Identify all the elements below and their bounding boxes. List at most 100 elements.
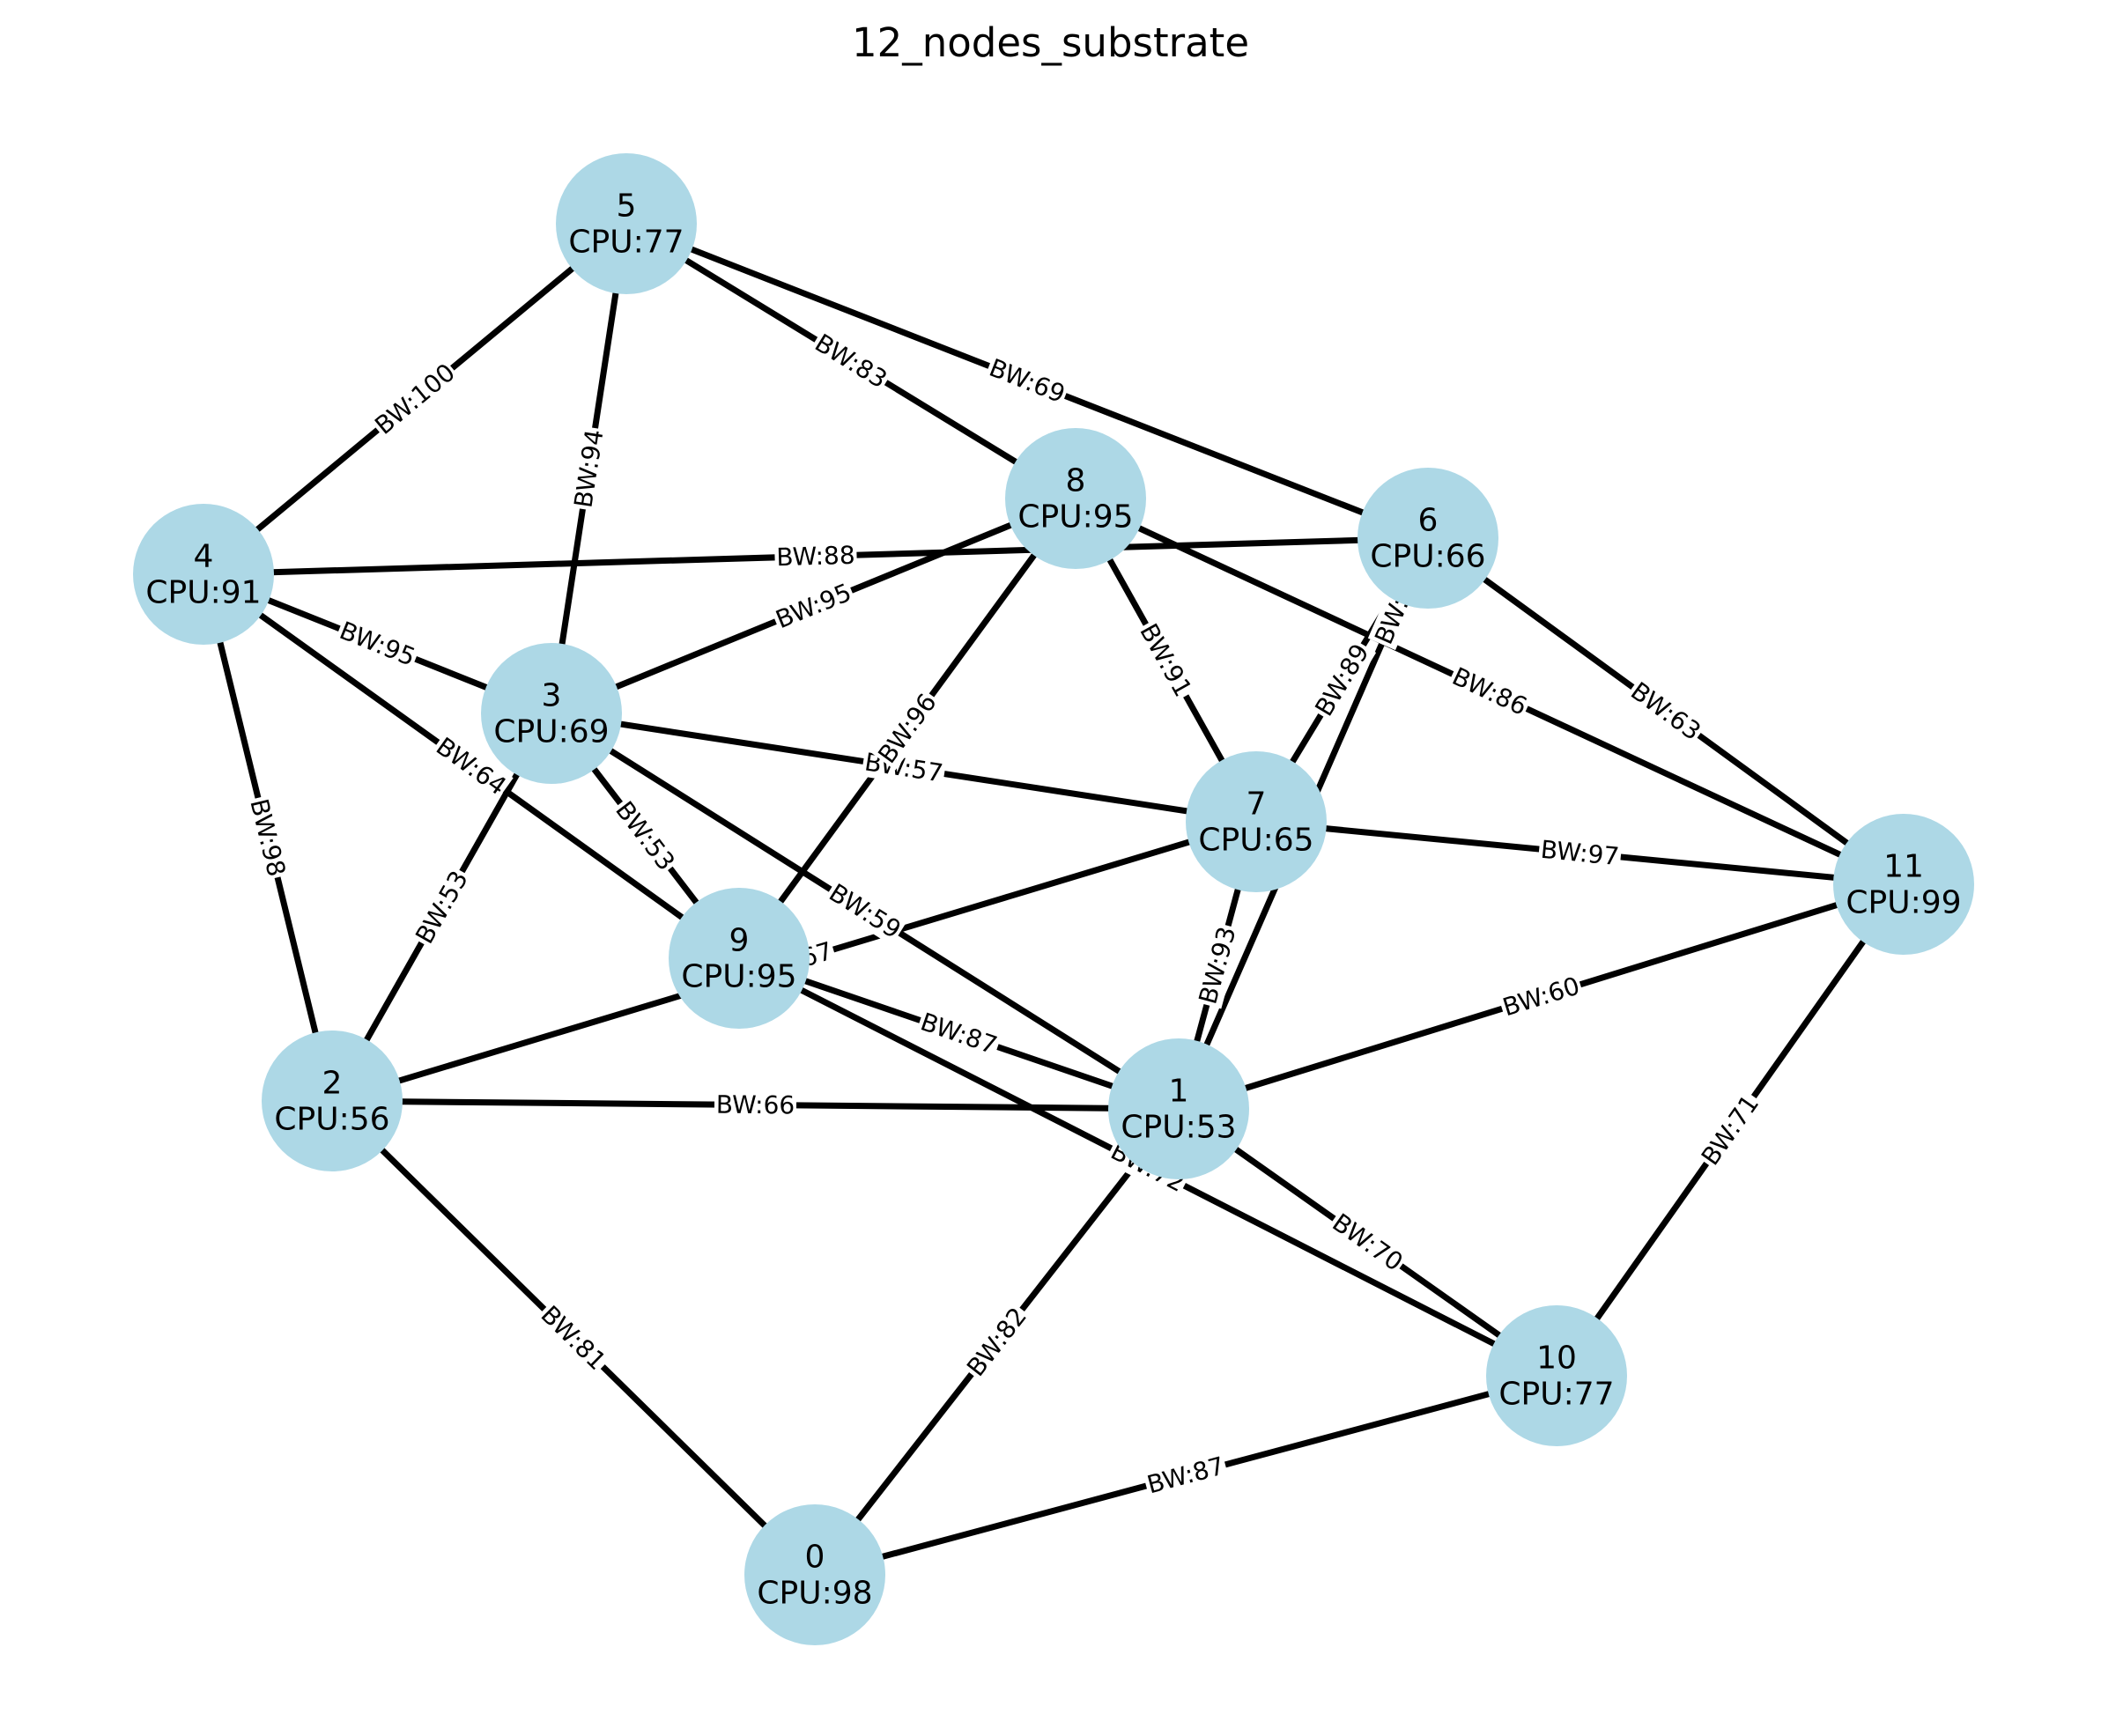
edge-label-text: BW:82 xyxy=(961,1302,1032,1382)
node-id-label: 3 xyxy=(542,678,562,714)
edge-label-text: BW:81 xyxy=(536,1300,612,1376)
node-circle xyxy=(669,888,810,1029)
edge-label-5-3: BW:94 xyxy=(567,425,610,512)
edge-label-background xyxy=(1694,1088,1766,1172)
edge-label-text: BW:71 xyxy=(1696,1090,1764,1171)
node-id-label: 9 xyxy=(729,923,750,959)
edge-label-5-8: BW:83 xyxy=(808,327,894,395)
node-id-label: 0 xyxy=(805,1540,825,1576)
node-cpu-label: CPU:98 xyxy=(757,1576,872,1612)
node-cpu-label: CPU:53 xyxy=(1121,1110,1236,1146)
node-cpu-label: CPU:91 xyxy=(145,575,261,611)
edge-label-3-1: BW:59 xyxy=(822,876,908,946)
edge-label-text: BW:93 xyxy=(1193,924,1241,1008)
edge-label-text: BW:60 xyxy=(1499,971,1583,1023)
node-cpu-label: CPU:77 xyxy=(568,225,684,261)
edge-label-text: BW:63 xyxy=(1625,676,1706,746)
edge-label-text: BW:98 xyxy=(244,796,291,880)
node-id-label: 4 xyxy=(194,539,214,575)
edge-label-text: BW:86 xyxy=(1448,661,1532,721)
node-id-label: 1 xyxy=(1169,1074,1189,1110)
edge-label-text: BW:97 xyxy=(1539,835,1620,871)
node-circle xyxy=(1833,814,1974,955)
edge-label-background xyxy=(1142,1450,1230,1501)
edge-label-1-2: BW:66 xyxy=(714,1090,797,1120)
edge-label-background xyxy=(774,540,857,573)
node-cpu-label: CPU:69 xyxy=(493,714,609,750)
node-cpu-label: CPU:99 xyxy=(1846,885,1961,921)
edge-label-background xyxy=(367,356,462,442)
node-cpu-label: CPU:66 xyxy=(1370,539,1485,575)
node-id-label: 5 xyxy=(617,188,637,225)
node-circle xyxy=(262,1031,403,1171)
edge-label-text: BW:69 xyxy=(985,353,1069,409)
edge-label-background xyxy=(1325,1206,1410,1279)
edge-label-4-2: BW:98 xyxy=(243,794,292,882)
edge-label-background xyxy=(608,794,683,878)
edge-label-4-6: BW:88 xyxy=(774,540,857,573)
edge-label-10-0: BW:87 xyxy=(1142,1450,1230,1501)
edge-label-7-11: BW:97 xyxy=(1537,834,1623,872)
edge-label-3-2: BW:53 xyxy=(408,864,476,950)
edge-label-background xyxy=(567,425,610,512)
edge-label-background xyxy=(770,576,857,636)
edge-label-background xyxy=(714,1090,797,1120)
edge-label-background xyxy=(915,1006,1002,1061)
node-circle xyxy=(1358,468,1498,609)
edge-label-text: BW:95 xyxy=(772,578,855,634)
edge-label-background xyxy=(822,876,908,946)
edge-label-text: BW:53 xyxy=(410,866,474,949)
node-circle xyxy=(1005,428,1146,569)
node-id-label: 11 xyxy=(1883,849,1924,885)
node-id-label: 6 xyxy=(1418,503,1439,539)
edge-label-background xyxy=(959,1300,1034,1384)
edge-label-text: BW:53 xyxy=(610,796,681,876)
edge-label-text: BW:94 xyxy=(568,427,609,509)
edge-label-background xyxy=(408,864,476,950)
node-circle xyxy=(744,1504,885,1645)
edge-label-background xyxy=(808,327,894,395)
node-cpu-label: CPU:95 xyxy=(1017,499,1133,536)
node-circle xyxy=(1108,1038,1249,1179)
edge-label-background xyxy=(533,1298,614,1378)
edge-label-background xyxy=(1192,921,1243,1009)
edge-label-text: BW:95 xyxy=(336,616,419,672)
node-circle xyxy=(481,643,622,784)
node-circle xyxy=(1486,1305,1627,1446)
edge-label-background xyxy=(983,351,1071,410)
node-cpu-label: CPU:77 xyxy=(1498,1377,1614,1413)
edge-label-4-3: BW:95 xyxy=(334,614,421,674)
node-circle xyxy=(133,504,274,645)
node-cpu-label: CPU:95 xyxy=(681,959,796,995)
edge-label-background xyxy=(429,730,514,802)
edge-label-background xyxy=(1446,660,1534,723)
edge-label-8-11: BW:86 xyxy=(1446,660,1534,723)
edge-label-1-11: BW:60 xyxy=(1498,970,1585,1023)
edge-label-text: BW:88 xyxy=(776,541,855,573)
edge-label-text: BW:91 xyxy=(1134,618,1197,701)
edge-label-background xyxy=(1498,970,1585,1023)
edge-label-3-8: BW:95 xyxy=(770,576,857,636)
edge-label-background xyxy=(1307,637,1377,723)
node-id-label: 7 xyxy=(1247,787,1267,823)
node-id-label: 10 xyxy=(1536,1341,1577,1377)
node-cpu-label: CPU:56 xyxy=(274,1102,389,1138)
edge-label-background xyxy=(334,614,421,674)
edge-label-text: BW:83 xyxy=(810,329,891,395)
edge-label-8-7: BW:91 xyxy=(1132,617,1200,704)
edge-label-3-9: BW:53 xyxy=(608,794,683,878)
node-circle xyxy=(1186,751,1327,892)
edge-label-11-10: BW:71 xyxy=(1694,1088,1766,1172)
node-id-label: 2 xyxy=(322,1066,343,1102)
edge-label-text: BW:87 xyxy=(1144,1451,1228,1499)
edge-label-7-1: BW:93 xyxy=(1192,921,1243,1009)
edge-label-background xyxy=(1624,675,1708,748)
